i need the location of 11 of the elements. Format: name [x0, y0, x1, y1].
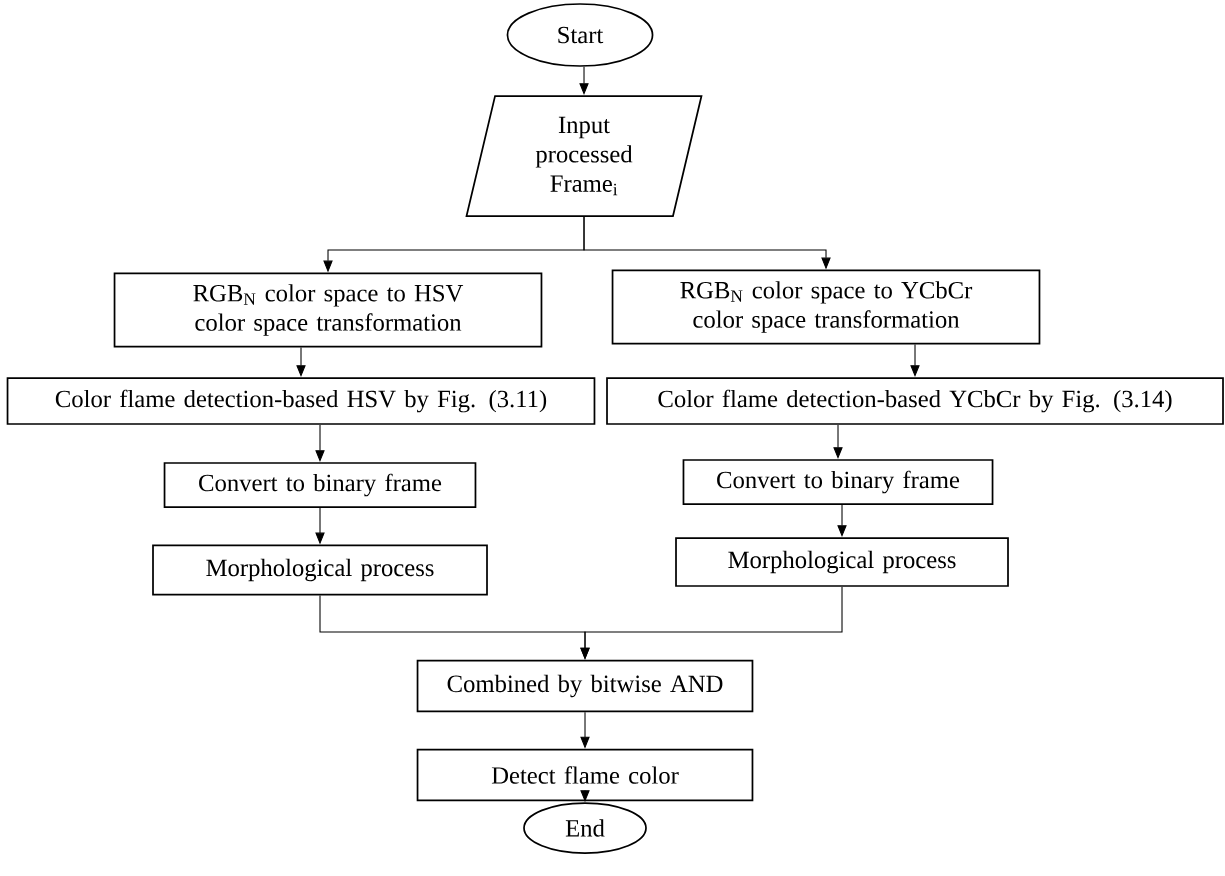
- process-box: Convert to binary frame: [682, 459, 994, 505]
- process-box: Color flame detection-based HSV by Fig. (3.11): [6, 377, 596, 425]
- process-box: Detect flame color: [416, 748, 754, 802]
- process-box: Combined by bitwise AND: [416, 659, 754, 713]
- process-box: Color flame detection-based YCbCr by Fig. (3.14): [606, 377, 1224, 425]
- process-box: Morphological process: [152, 544, 488, 596]
- process-box: RGB$_{N}$ color space to YCbCr color space transformation: [611, 269, 1041, 345]
- process-box: Morphological process: [675, 537, 1009, 587]
- process-box: RGB$_{N}$ color space to HSV color space transformation: [113, 272, 543, 348]
- input-parallelogram: Input processed Frame$_{i}$: [465, 95, 703, 217]
- process-box: Convert to binary frame: [163, 462, 477, 508]
